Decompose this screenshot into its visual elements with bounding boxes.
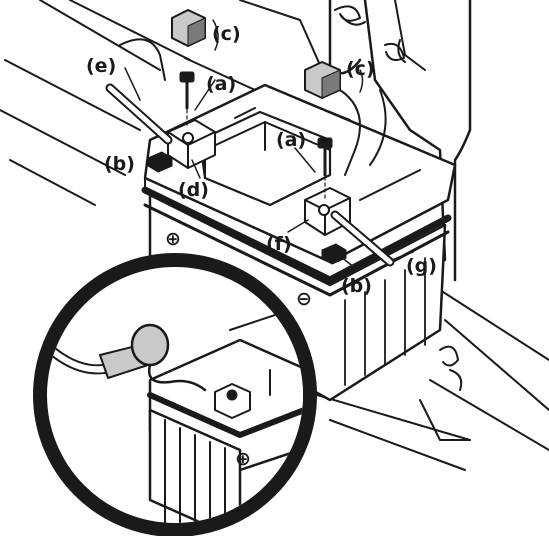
- detail-positive-mark: ⊕: [235, 448, 251, 470]
- label-a-left: (a): [206, 73, 236, 95]
- label-e: (e): [86, 55, 116, 77]
- label-g: (g): [406, 255, 437, 277]
- leader-lines: [124, 19, 414, 269]
- terminal-covers: [171, 9, 341, 99]
- terminal-bolts: [179, 71, 333, 216]
- terminal-nuts: [147, 151, 347, 265]
- label-b-right: (b): [341, 275, 372, 297]
- label-c-upper-left: (c): [212, 23, 241, 45]
- negative-terminal-mark: ⊖: [296, 288, 312, 310]
- battery: ⊕ ⊖: [141, 83, 457, 402]
- label-c-upper-right: (c): [346, 58, 375, 80]
- detail-inset: ⊕: [33, 253, 317, 536]
- callout-labels: (c) (c) (e) (a) (a) (b) (d) (f) (b) (g): [86, 23, 437, 297]
- label-a-right: (a): [276, 129, 306, 151]
- positive-terminal-mark: ⊕: [165, 228, 181, 250]
- label-d: (d): [178, 179, 209, 201]
- label-f: (f): [266, 233, 292, 255]
- battery-cables: [105, 83, 395, 267]
- label-b-left: (b): [104, 153, 135, 175]
